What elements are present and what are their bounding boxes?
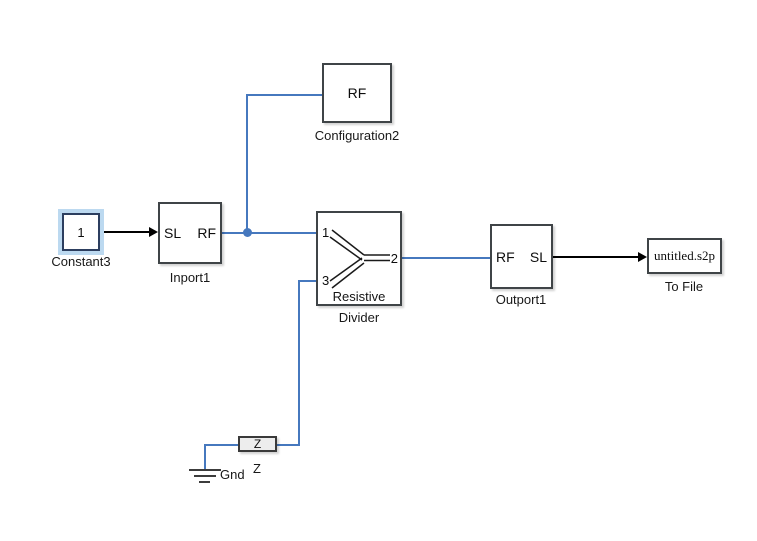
wire-divider-to-z-vertical[interactable] [298,280,300,446]
wire-constant-to-inport[interactable] [100,231,151,233]
divider-port-1: 1 [322,225,330,240]
divider-port-2: 2 [390,251,398,266]
constant-block-label: Constant3 [51,254,111,269]
to-file-block[interactable]: untitled.s2p [647,238,722,274]
impedance-block[interactable]: Z [238,436,277,452]
inport-port-rf: RF [197,225,216,241]
configuration-port-rf: RF [347,85,367,101]
resistive-divider-block[interactable]: 1 3 2 Resistive [316,211,402,306]
divider-block-label: Divider [338,310,380,325]
impedance-block-label: Z [253,461,261,476]
inport-block[interactable]: SL RF [158,202,222,264]
wire-outport-to-tofile[interactable] [553,256,638,258]
wire-gnd-stem[interactable] [204,444,206,470]
power-divider-icon [329,229,390,289]
wire-branch-to-configuration[interactable] [246,95,248,233]
arrowhead-icon [149,227,158,237]
outport-block-label: Outport1 [495,292,547,307]
ground-block-label: Gnd [220,467,245,482]
impedance-text: Z [253,437,262,451]
arrowhead-icon [638,252,647,262]
constant-value: 1 [77,224,85,240]
wire-inport-to-divider[interactable] [222,232,316,234]
to-file-block-label: To File [664,279,704,294]
divider-inner-label: Resistive [332,289,386,304]
divider-port-3: 3 [322,273,330,288]
configuration-block[interactable]: RF [322,63,392,123]
outport-port-sl: SL [529,249,547,265]
wire-divider-to-z-top[interactable] [298,280,316,282]
outport-port-rf: RF [496,249,515,265]
wire-branch-to-configuration-h[interactable] [246,94,322,96]
to-file-filename: untitled.s2p [653,248,716,263]
wire-divider-to-z-bottom[interactable] [277,444,300,446]
configuration-block-label: Configuration2 [314,128,400,143]
inport-port-sl: SL [164,225,182,241]
inport-block-label: Inport1 [169,270,211,285]
outport-block[interactable]: RF SL [490,224,553,289]
constant-block[interactable]: 1 [62,213,100,251]
wire-divider-to-outport[interactable] [402,257,490,259]
wire-z-to-gnd[interactable] [204,444,238,446]
